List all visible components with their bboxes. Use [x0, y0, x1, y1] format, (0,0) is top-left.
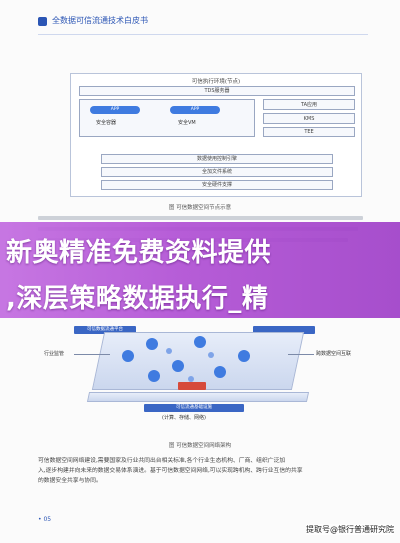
network-node-icon — [194, 336, 206, 348]
page-number: • 05 — [38, 516, 52, 523]
page-header: 全数据可信流通技术白皮书 — [38, 10, 368, 36]
paragraph-line: 的数据安全共享与协同。 — [38, 478, 102, 484]
infrastructure-bar: 可信流通基础设施 — [144, 404, 244, 412]
tds-server-box: TDS服务器 — [79, 86, 355, 96]
figure2-caption: 图 可信数据空间网络架构 — [168, 443, 232, 449]
ta-app-box: TA应用 — [263, 99, 355, 110]
secure-vm-label: 安全VM — [178, 120, 196, 126]
app-pill-2: APP — [170, 106, 220, 114]
network-node-icon — [146, 338, 158, 350]
network-subnode-icon — [188, 376, 194, 382]
overlay-headline-line1: 新奥精准免费资料提供 — [6, 238, 272, 268]
figure1-caption: 图 可信数据空间节点示意 — [168, 205, 232, 211]
infrastructure-tile — [86, 392, 310, 402]
source-watermark: 提取号@银行普通研究院 — [306, 524, 394, 535]
right-arrow — [288, 354, 314, 355]
network-node-icon — [148, 370, 160, 382]
network-node-icon — [172, 360, 184, 372]
paragraph-line: 入,逐步构建并向未来的数据交易体系演进。基于可信数据空间网络,可以实现跨机构、跨… — [38, 468, 303, 474]
network-node-icon — [238, 350, 250, 362]
network-node-icon — [214, 366, 226, 378]
paragraph-line: 可信数据空间网络建设,需要国家及行业共同出台相关标准,各个行业生态机构、厂商、组… — [38, 458, 286, 464]
platform-top-bar: 可信数据流通平台 — [74, 326, 136, 334]
app-container-group: APP APP 安全容器 安全VM — [79, 99, 255, 137]
secure-container-label: 安全容器 — [96, 120, 117, 126]
platform-top-bar-right — [253, 326, 315, 334]
figure-network-architecture: 可信数据流通平台 行业监管 跨数据空间互联 可信流通基础设施 (计算、存储、网络… — [38, 320, 363, 438]
kms-box: KMS — [263, 113, 355, 124]
figure-node-architecture: 可信执行环境(节点) TDS服务器 APP APP 安全容器 安全VM TA应用… — [70, 73, 362, 197]
infrastructure-sublabel: (计算、存储、网络) — [162, 415, 206, 421]
right-node-label: 跨数据空间互联 — [316, 351, 352, 357]
header-title: 全数据可信流通技术白皮书 — [52, 16, 148, 25]
network-subnode-icon — [208, 352, 214, 358]
body-paragraph: 可信数据空间网络建设,需要国家及行业共同出台相关标准,各个行业生态机构、厂商、组… — [38, 456, 363, 486]
header-divider — [38, 34, 368, 35]
tee-box: TEE — [263, 127, 355, 137]
text-line — [38, 216, 363, 220]
app-pill-1: APP — [90, 106, 140, 114]
filesystem-box: 全加文件系统 — [101, 167, 333, 177]
hardware-support-box: 安全硬件支撑 — [101, 180, 333, 190]
network-node-icon — [122, 350, 134, 362]
promo-overlay-band — [0, 222, 400, 318]
overlay-headline-line2: ,深层策略数据执行_精 — [6, 284, 269, 314]
figure1-top-label: 可信执行环境(节点) — [191, 79, 241, 85]
left-node-label: 行业监管 — [44, 351, 65, 357]
brand-logo-icon — [38, 17, 47, 26]
core-badge — [178, 382, 206, 390]
left-arrow — [74, 354, 110, 355]
network-subnode-icon — [166, 348, 172, 354]
data-control-engine-box: 数据使用控制引擎 — [101, 154, 333, 164]
